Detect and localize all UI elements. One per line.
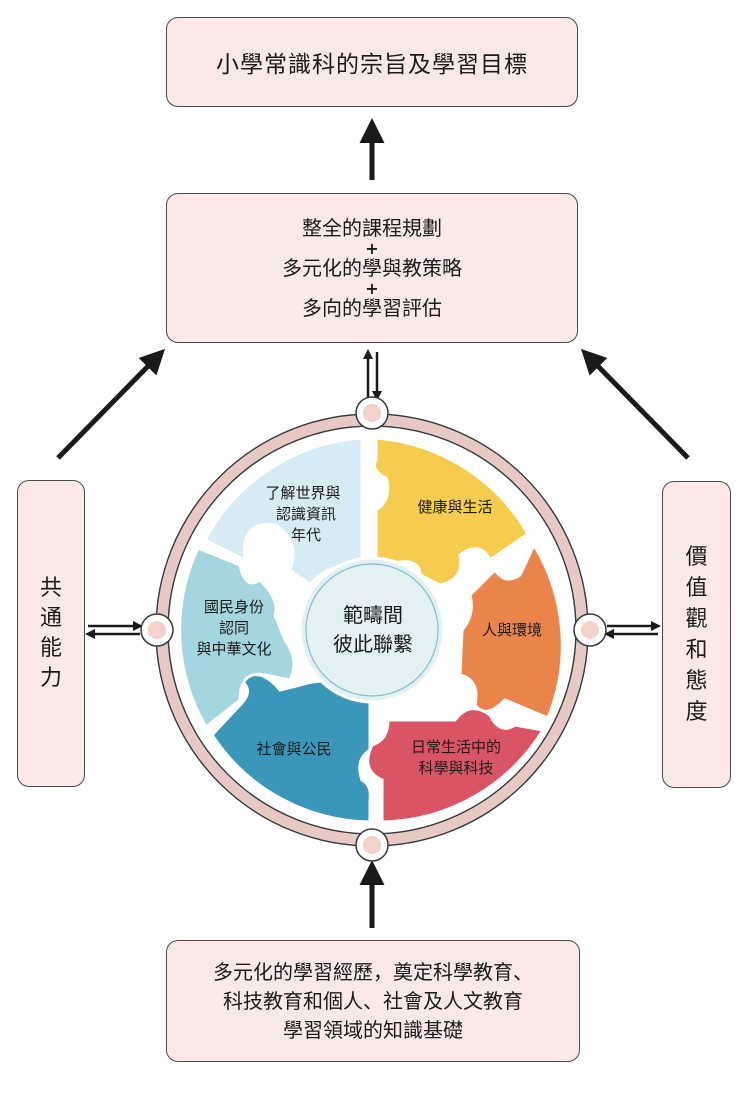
piece-label-world-1: 了解世界與 [265, 484, 340, 502]
center-label-1: 範疇間 [343, 603, 403, 627]
curriculum-box: 整全的課程規劃 + 多元化的學與教策略 + 多向的學習評估 [166, 193, 578, 343]
piece-label-identity-2: 認同 [219, 619, 249, 637]
puzzle-piece-environment [458, 541, 564, 720]
piece-label-health: 健康與生活 [417, 498, 492, 516]
generic-skills-box: 共 通 能 力 [17, 480, 85, 787]
values-char: 觀 [685, 606, 708, 632]
piece-label-science-2: 科學與科技 [418, 759, 493, 777]
piece-label-environment: 人與環境 [482, 621, 542, 639]
curriculum-line-3: 多向的學習評估 [302, 295, 442, 320]
piece-label-identity-1: 國民身份 [204, 598, 264, 616]
generic-skills-char: 共 [39, 575, 62, 601]
puzzle-piece-identity [178, 546, 296, 730]
plus-sign-2: + [365, 278, 379, 298]
puzzle-piece-health [372, 436, 530, 587]
values-char: 度 [685, 699, 708, 725]
ring-node-left [140, 613, 174, 647]
piece-label-identity-3: 與中華文化 [196, 640, 271, 658]
values-char: 態 [685, 668, 708, 694]
aims-title: 小學常識科的宗旨及學習目標 [216, 52, 528, 78]
learning-line-1: 多元化的學習經歷，奠定科學教育、 [213, 959, 533, 984]
piece-label-world-3: 年代 [291, 526, 321, 544]
center-circle-border [305, 563, 439, 697]
center-label-2: 彼此聯繫 [333, 632, 413, 656]
double-arrow-right [604, 621, 661, 639]
generic-skills-char: 力 [39, 665, 62, 691]
generic-skills-char: 能 [39, 635, 62, 661]
curriculum-line-2: 多元化的學與教策略 [282, 255, 462, 280]
learning-line-2: 科技教育和個人、社會及人文教育 [223, 988, 523, 1013]
values-char: 值 [685, 575, 708, 601]
puzzle-piece-science [366, 707, 546, 824]
puzzle-pieces [178, 436, 564, 824]
piece-label-world-2: 認識資訊 [276, 505, 336, 523]
ring-node-right [573, 613, 607, 647]
ring-node-bottom [355, 828, 389, 862]
puzzle-piece-society [210, 672, 372, 824]
piece-label-science-1: 日常生活中的 [411, 738, 501, 756]
double-arrow-middle [363, 349, 382, 401]
values-attitudes-box: 價 值 觀 和 態 度 [662, 481, 731, 788]
arrow-right-diagonal [580, 348, 690, 460]
learning-experience-box: 多元化的學習經歷，奠定科學教育、 科技教育和個人、社會及人文教育 學習領域的知識… [166, 940, 580, 1062]
piece-label-society: 社會與公民 [256, 740, 331, 758]
learning-line-3: 學習領域的知識基礎 [283, 1017, 463, 1042]
aims-box: 小學常識科的宗旨及學習目標 [166, 17, 578, 107]
puzzle-piece-world [202, 436, 364, 588]
values-char: 價 [685, 544, 708, 570]
values-char: 和 [685, 637, 708, 663]
double-arrow-left [85, 621, 143, 639]
curriculum-line-1: 整全的課程規劃 [302, 215, 442, 240]
plus-sign-1: + [365, 238, 379, 258]
center-circle [298, 556, 446, 704]
arrow-left-diagonal [56, 348, 166, 460]
generic-skills-char: 通 [39, 605, 62, 631]
ring-node-top [355, 396, 389, 430]
